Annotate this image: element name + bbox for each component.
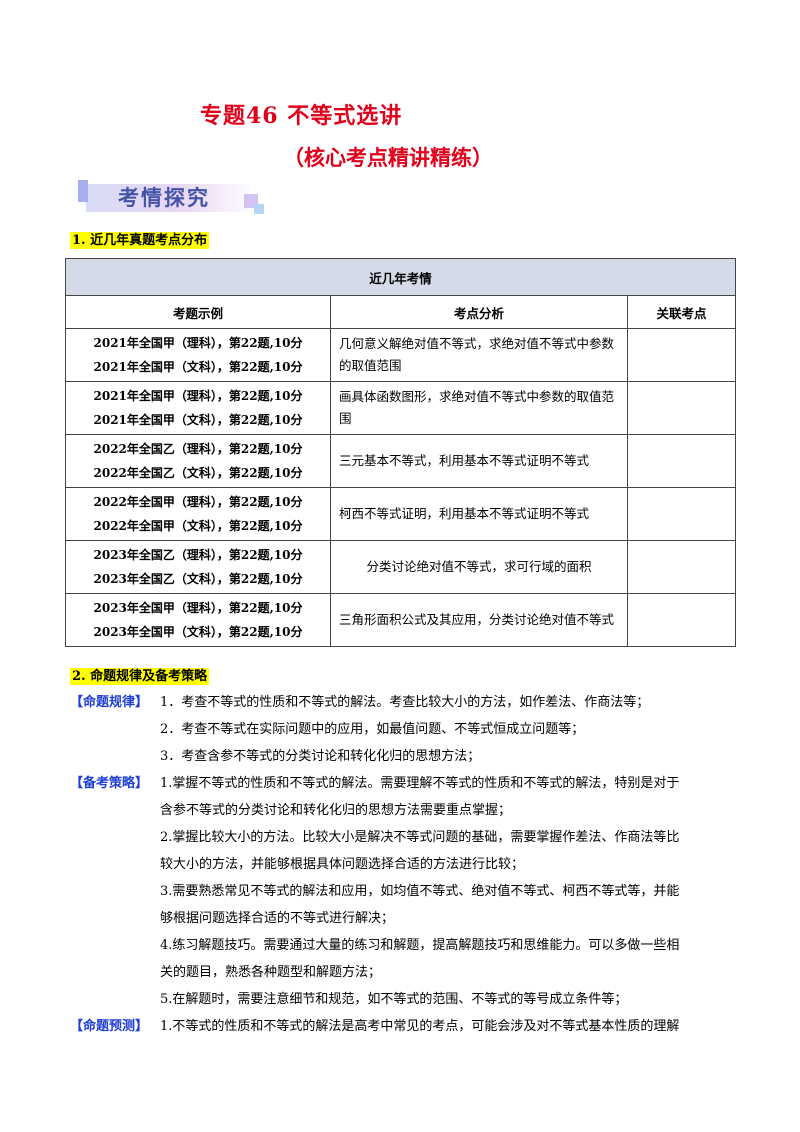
- exam-table: 近几年考情 考题示例 考点分析 关联考点 2021年全国甲（理科），第22题,1…: [65, 258, 736, 647]
- strategy-line: 3.需要熟悉常见不等式的解法和应用，如均值不等式、绝对值不等式、柯西不等式等，并…: [160, 884, 680, 899]
- related-cell: [627, 540, 736, 594]
- exam-example-cell: 2022年全国甲（理科），第22题,10分 2022年全国甲（文科），第22题,1…: [65, 487, 331, 541]
- table-caption: 近几年考情: [65, 258, 736, 296]
- exam-example: 2022年全国甲（理科），第22题,10分: [93, 495, 303, 509]
- strategy-line: 含参不等式的分类讨论和转化化归的思想方法需要重点掌握；: [160, 803, 512, 818]
- strategy-line: 够根据问题选择合适的不等式进行解决；: [160, 911, 395, 926]
- strategy-line: 关的题目，熟悉各种题型和解题方法；: [160, 965, 382, 980]
- page-subtitle: （核心考点精讲精练）: [283, 145, 493, 170]
- rule-item: 1．考查不等式的性质和不等式的解法。考查比较大小的方法，如作差法、作商法等；: [160, 695, 650, 710]
- rules-tag-label: 【命题规律】: [70, 695, 149, 710]
- exam-example: 2021年全国甲（文科），第22题,10分: [93, 413, 303, 427]
- exam-example: 2021年全国甲（理科），第22题,10分: [93, 389, 303, 403]
- banner-background: [86, 184, 256, 212]
- section-heading-1: 1. 近几年真题考点分布: [70, 232, 210, 249]
- analysis-cell: 三元基本不等式，利用基本不等式证明不等式: [330, 434, 628, 488]
- related-cell: [627, 593, 736, 647]
- exam-example: 2021年全国甲（文科），第22题,10分: [93, 360, 303, 374]
- banner-label: 考情探究: [118, 186, 210, 210]
- exam-example: 2023年全国甲（文科），第22题,10分: [93, 625, 303, 639]
- table-row: 2023年全国乙（理科），第22题,10分 2023年全国乙（文科），第22题,1…: [65, 540, 736, 594]
- table-header: 考点分析: [330, 295, 628, 329]
- analysis-cell: 分类讨论绝对值不等式，求可行域的面积: [330, 540, 628, 594]
- exam-example: 2022年全国乙（理科），第22题,10分: [93, 442, 303, 456]
- analysis-cell: 三角形面积公式及其应用，分类讨论绝对值不等式: [330, 593, 628, 647]
- rule-item: 3．考查含参不等式的分类讨论和转化化归的思想方法；: [160, 749, 481, 764]
- exam-example: 2023年全国乙（理科），第22题,10分: [93, 548, 303, 562]
- exam-example-cell: 2022年全国乙（理科），第22题,10分 2022年全国乙（文科），第22题,1…: [65, 434, 331, 488]
- strategy-line: 2.掌握比较大小的方法。比较大小是解决不等式问题的基础，需要掌握作差法、作商法等…: [160, 830, 680, 845]
- table-row: 2023年全国甲（理科），第22题,10分 2023年全国甲（文科），第22题,1…: [65, 593, 736, 647]
- table-header: 关联考点: [627, 295, 736, 329]
- analysis-cell: 柯西不等式证明，利用基本不等式证明不等式: [330, 487, 628, 541]
- exam-example: 2023年全国乙（文科），第22题,10分: [93, 572, 303, 586]
- section-heading-2: 2. 命题规律及备考策略: [70, 668, 210, 685]
- strategy-line: 4.练习解题技巧。需要通过大量的练习和解题，提高解题技巧和思维能力。可以多做一些…: [160, 938, 680, 953]
- predict-line: 1.不等式的性质和不等式的解法是高考中常见的考点，可能会涉及对不等式基本性质的理…: [160, 1019, 680, 1034]
- table-row: 2022年全国乙（理科），第22题,10分 2022年全国乙（文科），第22题,1…: [65, 434, 736, 488]
- exam-example-cell: 2023年全国乙（理科），第22题,10分 2023年全国乙（文科），第22题,1…: [65, 540, 331, 594]
- related-cell: [627, 487, 736, 541]
- section-banner: 考情探究: [78, 180, 264, 216]
- related-cell: [627, 328, 736, 382]
- analysis-cell: 画具体函数图形，求绝对值不等式中参数的取值范围: [330, 381, 628, 435]
- table-row: 2021年全国甲（理科），第22题,10分 2021年全国甲（文科），第22题,1…: [65, 328, 736, 382]
- analysis-cell: 几何意义解绝对值不等式，求绝对值不等式中参数的取值范围: [330, 328, 628, 382]
- predict-tag: 【命题预测】: [70, 1013, 148, 1040]
- exam-example-cell: 2021年全国甲（理科），第22题,10分 2021年全国甲（文科），第22题,1…: [65, 381, 331, 435]
- rules-tag: 【命题规律】: [70, 689, 148, 716]
- strategy-line: 5.在解题时，需要注意细节和规范，如不等式的范围、不等式的等号成立条件等；: [160, 992, 628, 1007]
- strategy-tag: 【备考策略】: [70, 770, 148, 797]
- page-title: 专题46 不等式选讲: [200, 103, 403, 129]
- related-cell: [627, 381, 736, 435]
- predict-tag-label: 【命题预测】: [70, 1019, 149, 1034]
- exam-example-cell: 2023年全国甲（理科），第22题,10分 2023年全国甲（文科），第22题,1…: [65, 593, 331, 647]
- table-row: 2022年全国甲（理科），第22题,10分 2022年全国甲（文科），第22题,1…: [65, 487, 736, 541]
- rule-item: 2．考查不等式在实际问题中的应用，如最值问题、不等式恒成立问题等；: [160, 722, 585, 737]
- table-header: 考题示例: [65, 295, 331, 329]
- exam-example-cell: 2021年全国甲（理科），第22题,10分 2021年全国甲（文科），第22题,1…: [65, 328, 331, 382]
- strategy-line: 1.掌握不等式的性质和不等式的解法。需要理解不等式的性质和不等式的解法，特别是对…: [160, 776, 680, 791]
- banner-decoration: [254, 204, 264, 214]
- strategy-tag-label: 【备考策略】: [70, 776, 149, 791]
- strategy-line: 较大小的方法，并能够根据具体问题选择合适的方法进行比较；: [160, 857, 525, 872]
- exam-example: 2021年全国甲（理科），第22题,10分: [93, 336, 303, 350]
- exam-example: 2023年全国甲（理科），第22题,10分: [93, 601, 303, 615]
- table-row: 2021年全国甲（理科），第22题,10分 2021年全国甲（文科），第22题,1…: [65, 381, 736, 435]
- related-cell: [627, 434, 736, 488]
- exam-example: 2022年全国乙（文科），第22题,10分: [93, 466, 303, 480]
- exam-example: 2022年全国甲（文科），第22题,10分: [93, 519, 303, 533]
- banner-decoration: [78, 180, 88, 202]
